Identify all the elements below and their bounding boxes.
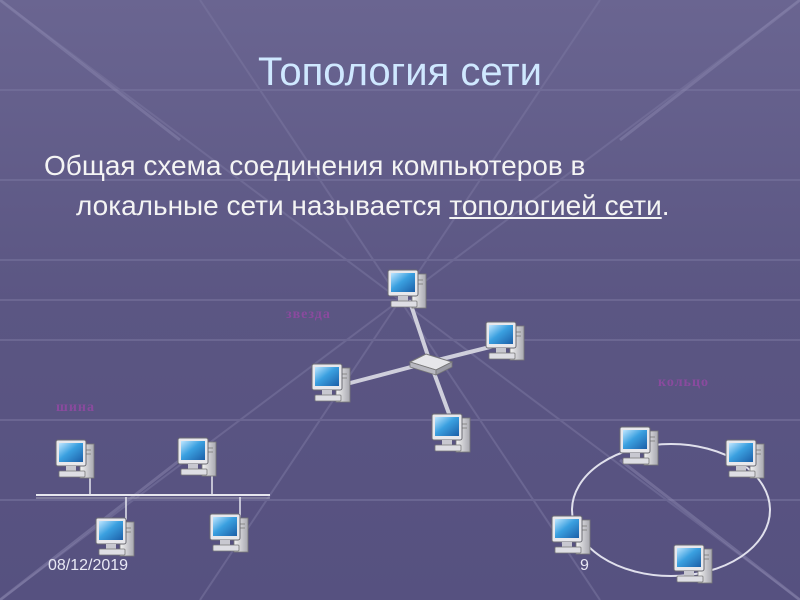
computer-icon [95,517,135,557]
topology-term: топологией сети [449,190,662,221]
slide-body-text: Общая схема соединения компьютеров в лок… [44,146,774,226]
star-topology [311,269,525,453]
star-link [408,300,432,364]
ring-topology [551,426,771,584]
slide-number: 9 [580,557,589,574]
computer-icon [209,513,249,553]
slide-title: Топология сети [258,50,542,94]
computer-icon [619,426,659,466]
ring-topology-label: кольцо [658,375,710,390]
computer-icon [673,544,713,584]
network-hub [408,353,454,376]
computer-icon [551,515,591,555]
star-topology-label: звезда [286,307,331,322]
computer-icon [431,413,471,453]
computer-icon [55,439,95,479]
computer-icon [725,439,765,479]
computer-icon [177,437,217,477]
computer-icon [311,363,351,403]
body-text-line2: локальные сети называется топологией сет… [44,186,774,226]
body-text-line2-start: локальные сети называется [76,190,450,221]
body-text-line1: Общая схема соединения компьютеров в [44,150,586,181]
computer-icon [485,321,525,361]
computer-icon [387,269,427,309]
bus-topology [36,437,270,557]
ring-cable [571,443,771,577]
slide-date: 08/12/2019 [48,557,129,574]
bus-topology-label: шина [56,400,95,415]
body-text-end: . [661,190,670,221]
